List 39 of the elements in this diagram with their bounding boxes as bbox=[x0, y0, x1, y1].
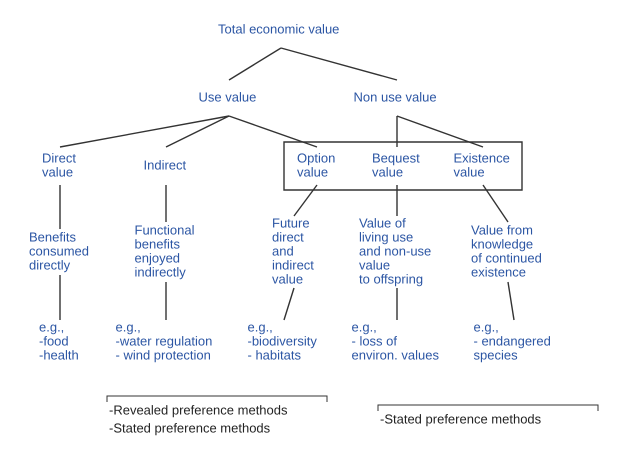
connector bbox=[60, 115, 230, 148]
node-text: e.g., -water regulation - wind protection bbox=[116, 319, 212, 362]
node-text: Non use value bbox=[354, 89, 437, 104]
label: -Stated preference methods bbox=[109, 420, 270, 436]
connector bbox=[59, 275, 61, 320]
node-text: Functional benefits enjoyed indirectly bbox=[134, 222, 194, 280]
connector bbox=[293, 184, 318, 216]
label: -Revealed preference methods bbox=[109, 402, 288, 418]
connector bbox=[396, 288, 398, 320]
node-text: Direct value bbox=[42, 150, 76, 180]
cluster bbox=[283, 141, 523, 191]
connector bbox=[59, 185, 61, 229]
connector bbox=[283, 288, 295, 320]
connector bbox=[166, 115, 230, 148]
connector bbox=[228, 47, 282, 81]
connector bbox=[165, 185, 167, 222]
node-text: e.g., - endangered species bbox=[474, 319, 551, 362]
node-text: Bequest value bbox=[372, 150, 420, 180]
node-text: Benefits consumed directly bbox=[29, 229, 89, 272]
connector bbox=[280, 47, 398, 81]
connector bbox=[396, 116, 398, 147]
node-text: Total economic value bbox=[218, 21, 340, 36]
connector bbox=[228, 115, 318, 148]
node-text: e.g., -food -health bbox=[39, 319, 79, 362]
label: -Stated preference methods bbox=[380, 411, 542, 426]
node-text: Use value bbox=[198, 89, 256, 104]
connector bbox=[165, 282, 167, 320]
connector bbox=[507, 282, 515, 320]
node-text: Existence value bbox=[454, 150, 510, 180]
connector bbox=[482, 184, 509, 222]
node-text: e.g., - loss of environ. values bbox=[352, 319, 439, 362]
node-text: Indirect bbox=[144, 157, 186, 172]
node-text: Option value bbox=[297, 150, 336, 180]
node-text: e.g., -biodiversity - habitats bbox=[248, 319, 317, 362]
node-text: Future direct and indirect value bbox=[272, 215, 314, 286]
node-text: Value from knowledge of continued existence bbox=[471, 222, 542, 280]
node-text: Value of living use and non-use value to offspring bbox=[359, 215, 432, 286]
connector bbox=[396, 185, 398, 216]
connector bbox=[396, 115, 484, 148]
